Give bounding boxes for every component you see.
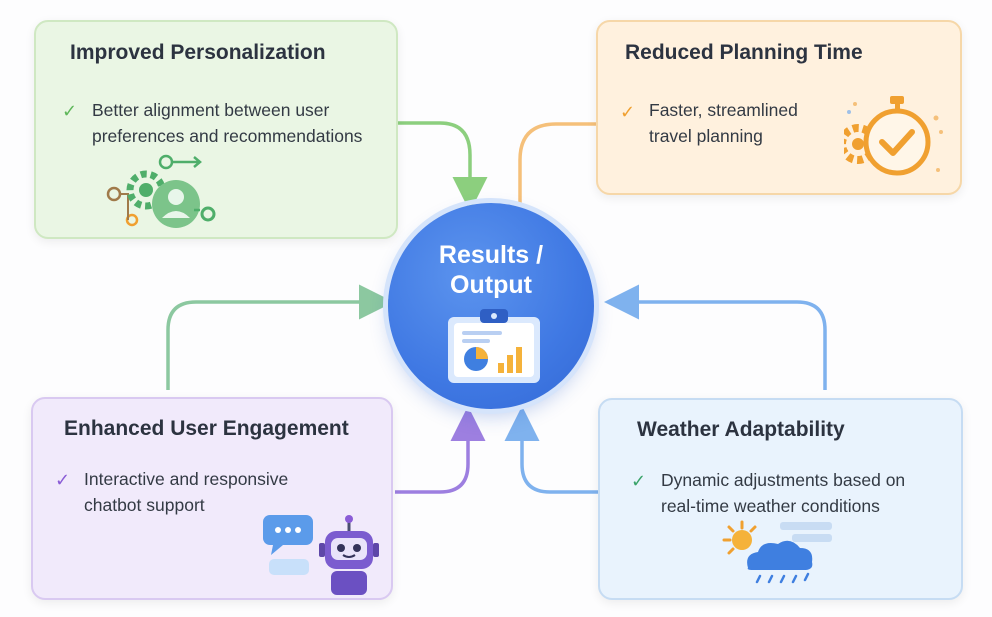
hub-title-line: Output xyxy=(450,271,532,299)
card-reduced-planning-time: Reduced Planning Time ✓ Faster, streamli… xyxy=(596,20,962,195)
card-text-line: travel planning xyxy=(649,126,763,146)
card-text-line: Interactive and responsive xyxy=(84,469,289,489)
arrow-engagement-top xyxy=(166,284,394,390)
results-output-hub: Results / Output xyxy=(388,203,594,409)
arrow-personalization xyxy=(398,121,488,212)
checkmark-icon: ✓ xyxy=(55,470,71,490)
checkmark-icon: ✓ xyxy=(620,102,636,122)
personalization-gears-user-icon xyxy=(106,154,216,228)
checkmark-icon: ✓ xyxy=(631,471,647,491)
card-text-line: real-time weather conditions xyxy=(661,496,880,516)
card-text-line: Dynamic adjustments based on xyxy=(661,470,906,490)
card-text-line: preferences and recommendations xyxy=(92,126,363,146)
dashboard-clipboard-icon xyxy=(448,309,540,383)
arrow-weather-bottom xyxy=(504,406,598,494)
arrow-planning xyxy=(518,122,596,205)
card-weather-adaptability: Weather Adaptability ✓ Dynamic adjustmen… xyxy=(598,398,963,600)
sun-cloud-rain-icon xyxy=(722,520,832,584)
card-title: Weather Adaptability xyxy=(637,418,845,441)
arrow-engagement-bottom xyxy=(395,406,486,494)
chatbot-robot-icon xyxy=(263,515,379,595)
card-text-line: chatbot support xyxy=(84,495,205,515)
card-enhanced-user-engagement: Enhanced User Engagement ✓ Interactive a… xyxy=(31,397,393,600)
card-text-line: Better alignment between user xyxy=(92,100,330,120)
checkmark-icon: ✓ xyxy=(62,101,78,121)
card-title: Reduced Planning Time xyxy=(625,41,863,64)
card-text-line: Faster, streamlined xyxy=(649,100,798,120)
card-improved-personalization: Improved Personalization ✓ Better alignm… xyxy=(34,20,398,239)
arrow-weather-top xyxy=(604,284,827,390)
hub-title-line: Results / xyxy=(438,241,544,269)
card-title: Enhanced User Engagement xyxy=(64,417,349,440)
stopwatch-gear-icon xyxy=(844,96,943,176)
card-title: Improved Personalization xyxy=(70,41,326,64)
